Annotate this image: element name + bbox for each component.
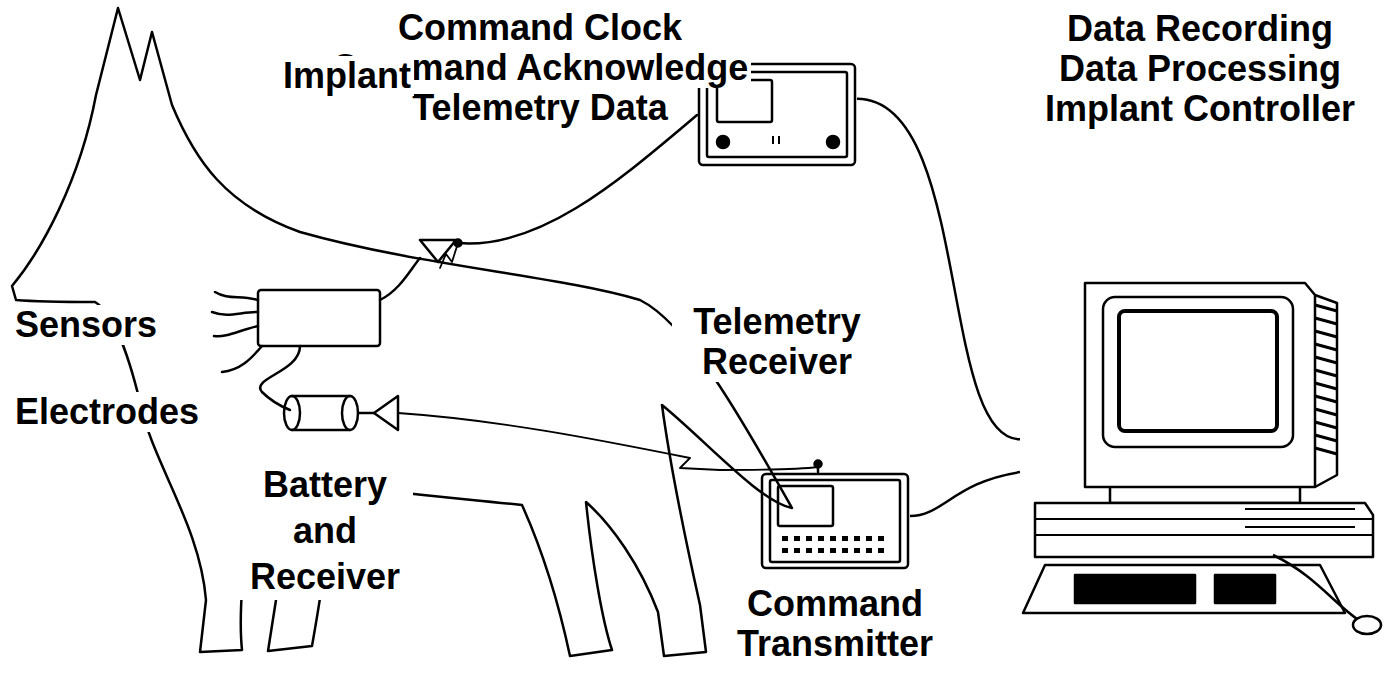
monitor-vent — [1315, 318, 1337, 324]
part-label: Sensors — [12, 305, 160, 345]
transmitter-button — [854, 536, 860, 541]
system-unit — [1035, 503, 1373, 557]
monitor-vent — [1315, 344, 1337, 350]
transmitter-button — [878, 536, 884, 541]
device-label: Data Recording Data Processing Implant C… — [1035, 9, 1365, 129]
transmitter-front — [770, 480, 900, 562]
transmitter-button — [806, 548, 812, 553]
transmitter-button — [854, 548, 860, 553]
battery-end — [342, 396, 358, 430]
part-label: Command Clock — [395, 8, 685, 48]
battery-wire — [260, 346, 300, 410]
monitor-side — [1315, 295, 1337, 487]
monitor-vent — [1315, 305, 1337, 311]
keyboard-keys — [1215, 575, 1275, 603]
monitor-screen — [1119, 311, 1277, 431]
device-label: Command Transmitter — [720, 584, 950, 664]
transmitter-button — [842, 536, 848, 541]
sensor-leads — [212, 292, 262, 372]
receiver-antenna — [374, 396, 398, 430]
monitor-vent — [1315, 357, 1337, 363]
transmitter-button — [830, 548, 836, 553]
device-label: Telemetry Receiver — [672, 302, 882, 382]
transmitter-case — [762, 474, 908, 568]
telemetry-wire — [458, 115, 697, 243]
monitor-bezel — [1103, 297, 1293, 447]
implant-module — [258, 290, 380, 346]
transmitter-button — [782, 536, 788, 541]
connector-group — [910, 472, 1020, 516]
receiver-switches — [773, 136, 779, 144]
monitor-vent — [1315, 409, 1337, 415]
transmitter-button — [794, 536, 800, 541]
monitor-vent — [1315, 370, 1337, 376]
monitor-vent — [1315, 435, 1337, 441]
monitor-vent — [1315, 422, 1337, 428]
receiver-wire — [358, 412, 374, 415]
transmitter-button — [866, 536, 872, 541]
monitor-case — [1085, 283, 1315, 487]
monitor-vent — [1315, 396, 1337, 402]
monitor-vent — [1315, 448, 1337, 454]
transmitter-button — [866, 548, 872, 553]
part-label: Electrodes — [12, 392, 202, 432]
keyboard-keys — [1075, 575, 1195, 603]
mouse-cable — [1273, 555, 1360, 621]
unit-lines — [1035, 509, 1373, 535]
transmitter-button — [878, 548, 884, 553]
transmitter-button — [794, 548, 800, 553]
battery-end — [284, 396, 300, 430]
monitor-vent — [1315, 383, 1337, 389]
part-label: Telemetry Data — [409, 88, 670, 128]
part-label: Implant — [280, 56, 414, 96]
antenna-wire — [380, 258, 420, 300]
command-transmitter: Command Transmitter — [760, 472, 910, 570]
transmitter-button — [842, 548, 848, 553]
transmitter-button — [782, 548, 788, 553]
transmitter-antenna-dot — [815, 461, 822, 468]
transmitter-screen — [778, 486, 833, 526]
transmitter-drawing — [762, 474, 908, 568]
telemetry-link — [440, 243, 458, 268]
connector-group — [857, 99, 1020, 440]
command-link — [398, 413, 818, 470]
transmitter-button — [806, 536, 812, 541]
transmitter-button — [818, 548, 824, 553]
part-label: Battery and Receiver — [237, 462, 413, 600]
receiver-knob — [827, 136, 839, 148]
transmitter-button — [818, 536, 824, 541]
transmitter-button — [830, 536, 836, 541]
monitor-vent — [1315, 331, 1337, 337]
mouse — [1353, 616, 1381, 634]
receiver-knob — [717, 136, 729, 148]
keyboard — [1023, 565, 1345, 613]
monitor-stand — [1110, 487, 1300, 503]
computer: Data Recording Data Processing Implant C… — [1015, 275, 1385, 640]
cable-line — [910, 472, 1020, 516]
device-icon — [760, 472, 910, 570]
computer-drawing — [1023, 283, 1381, 634]
cable-line — [857, 99, 1020, 440]
device-icon — [1015, 275, 1385, 640]
